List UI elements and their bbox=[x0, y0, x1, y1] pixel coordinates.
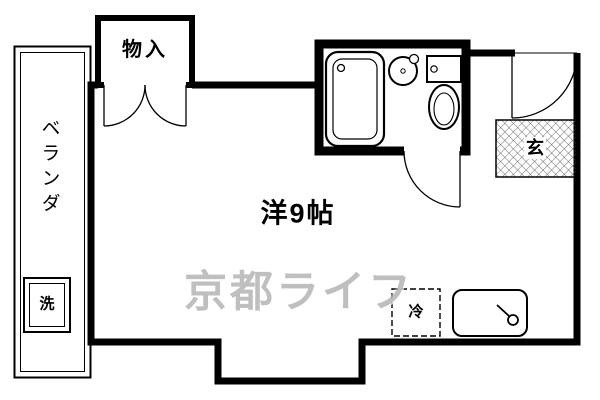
fridge-outline bbox=[391, 288, 441, 337]
closet-walls bbox=[95, 15, 195, 88]
bathroom-walls bbox=[314, 39, 471, 156]
washer-box bbox=[23, 277, 71, 333]
toilet-icon bbox=[426, 55, 462, 130]
closet-door-swing-arc-icon bbox=[103, 84, 187, 127]
wash-basin-icon bbox=[388, 53, 420, 86]
fridge-label: 冷 bbox=[408, 303, 424, 321]
main-room-label: 洋9帖 bbox=[260, 198, 336, 229]
veranda-label: ベランダ bbox=[38, 118, 60, 218]
entrance-label: 玄 bbox=[524, 137, 546, 159]
entrance-door-swing-arc-icon bbox=[511, 52, 578, 119]
kitchen-sink-icon bbox=[452, 289, 528, 337]
washer-label: 洗 bbox=[39, 295, 55, 313]
bathtub-icon bbox=[324, 50, 386, 148]
bathroom-door-swing-arc-icon bbox=[403, 150, 461, 208]
watermark: 京都ライフ bbox=[184, 268, 414, 317]
exterior-walls bbox=[87, 49, 581, 385]
closet-label: 物入 bbox=[122, 39, 168, 61]
